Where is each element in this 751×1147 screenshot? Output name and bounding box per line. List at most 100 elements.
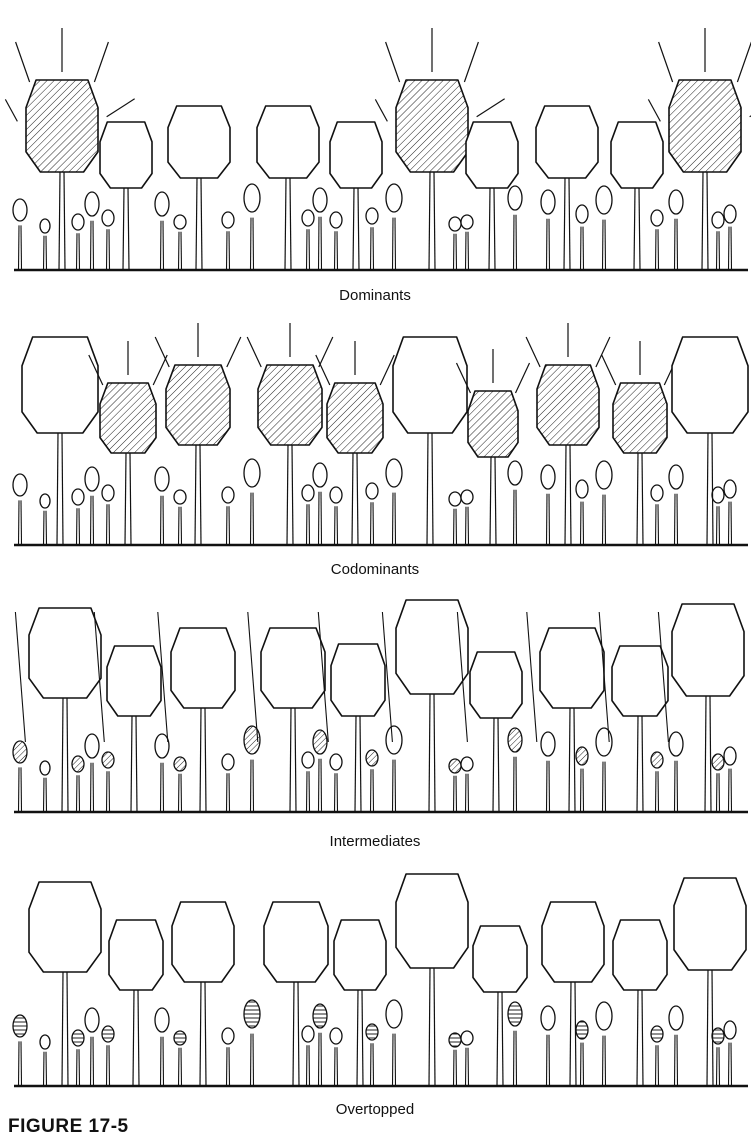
- small-tree: [302, 210, 314, 270]
- tree-crown: [542, 902, 604, 1086]
- small-tree: [13, 199, 27, 270]
- light-rays: [248, 612, 258, 742]
- small-tree: [72, 1030, 84, 1086]
- small-tree: [508, 728, 522, 812]
- small-tree: [155, 734, 169, 812]
- light-rays: [15, 612, 25, 742]
- small-tree: [174, 490, 186, 545]
- tree-crown: [109, 920, 163, 1086]
- small-tree: [508, 461, 522, 545]
- light-rays: [155, 323, 241, 367]
- tree-crown: [536, 106, 598, 270]
- tree-crown: [613, 920, 667, 1086]
- small-tree: [669, 1006, 683, 1086]
- small-tree: [222, 487, 234, 545]
- small-tree: [651, 1026, 663, 1086]
- small-tree: [724, 480, 736, 545]
- small-tree: [102, 210, 114, 270]
- tree-crown: [674, 878, 746, 1086]
- tree-crown: [22, 337, 98, 545]
- small-tree: [174, 1031, 186, 1086]
- small-tree: [712, 487, 724, 545]
- small-tree: [449, 217, 461, 270]
- small-tree: [386, 726, 402, 812]
- small-tree: [222, 1028, 234, 1086]
- tree-crown: [94, 612, 161, 812]
- small-tree: [366, 208, 378, 270]
- panel-caption: Intermediates: [330, 833, 421, 850]
- small-tree: [102, 752, 114, 812]
- panel-dominants: Dominants: [5, 28, 751, 304]
- small-tree: [302, 1026, 314, 1086]
- small-tree: [302, 752, 314, 812]
- small-tree: [508, 186, 522, 270]
- small-tree: [712, 212, 724, 270]
- small-tree: [596, 186, 612, 270]
- figure-label: FIGURE 17-5: [8, 1116, 129, 1138]
- panel-caption: Codominants: [331, 561, 419, 578]
- small-tree: [508, 1002, 522, 1086]
- small-tree: [541, 1006, 555, 1086]
- tree-crown: [29, 882, 101, 1086]
- tree-crown: [248, 612, 325, 812]
- small-tree: [85, 192, 99, 270]
- small-tree: [461, 1031, 473, 1086]
- small-tree: [72, 489, 84, 545]
- light-rays: [527, 612, 537, 742]
- light-rays: [89, 341, 167, 385]
- small-tree: [576, 480, 588, 545]
- small-tree: [102, 485, 114, 545]
- small-tree: [576, 205, 588, 270]
- tree-crown: [168, 106, 230, 270]
- small-tree: [669, 465, 683, 545]
- small-tree: [449, 1033, 461, 1086]
- small-tree: [40, 494, 50, 545]
- small-tree: [461, 490, 473, 545]
- small-tree: [85, 467, 99, 545]
- small-tree: [724, 747, 736, 812]
- tree-crown-lit: [155, 323, 241, 545]
- small-tree: [40, 761, 50, 812]
- small-tree: [386, 459, 402, 545]
- tree-crown: [330, 122, 382, 270]
- small-tree: [541, 190, 555, 270]
- tree-crown: [527, 612, 604, 812]
- tree-crown: [611, 122, 663, 270]
- tree-crown-lit: [247, 323, 333, 545]
- small-tree: [13, 474, 27, 545]
- small-tree: [366, 1024, 378, 1086]
- small-tree: [366, 750, 378, 812]
- small-tree: [669, 190, 683, 270]
- tree-crown-lit: [526, 323, 610, 545]
- small-tree: [222, 754, 234, 812]
- small-tree: [330, 487, 342, 545]
- small-tree: [155, 192, 169, 270]
- small-tree: [330, 212, 342, 270]
- panel-caption: Dominants: [339, 287, 411, 304]
- small-tree: [313, 463, 327, 545]
- small-tree: [330, 754, 342, 812]
- panel-caption: Overtopped: [336, 1101, 414, 1118]
- tree-crown: [672, 337, 748, 545]
- small-tree: [651, 485, 663, 545]
- small-tree: [155, 1008, 169, 1086]
- small-tree: [712, 754, 724, 812]
- small-tree: [712, 1028, 724, 1086]
- small-tree: [651, 752, 663, 812]
- small-tree: [85, 734, 99, 812]
- small-tree: [330, 1028, 342, 1086]
- tree-crown: [334, 920, 386, 1086]
- tree-crown-lit: [316, 341, 394, 545]
- small-tree: [313, 730, 327, 812]
- small-tree: [576, 1021, 588, 1086]
- small-tree: [449, 759, 461, 812]
- small-tree: [366, 483, 378, 545]
- small-tree: [244, 459, 260, 545]
- tree-crown-lit: [602, 341, 679, 545]
- small-tree: [596, 461, 612, 545]
- small-tree: [313, 1004, 327, 1086]
- tree-crown: [318, 612, 385, 812]
- small-tree: [13, 1015, 27, 1086]
